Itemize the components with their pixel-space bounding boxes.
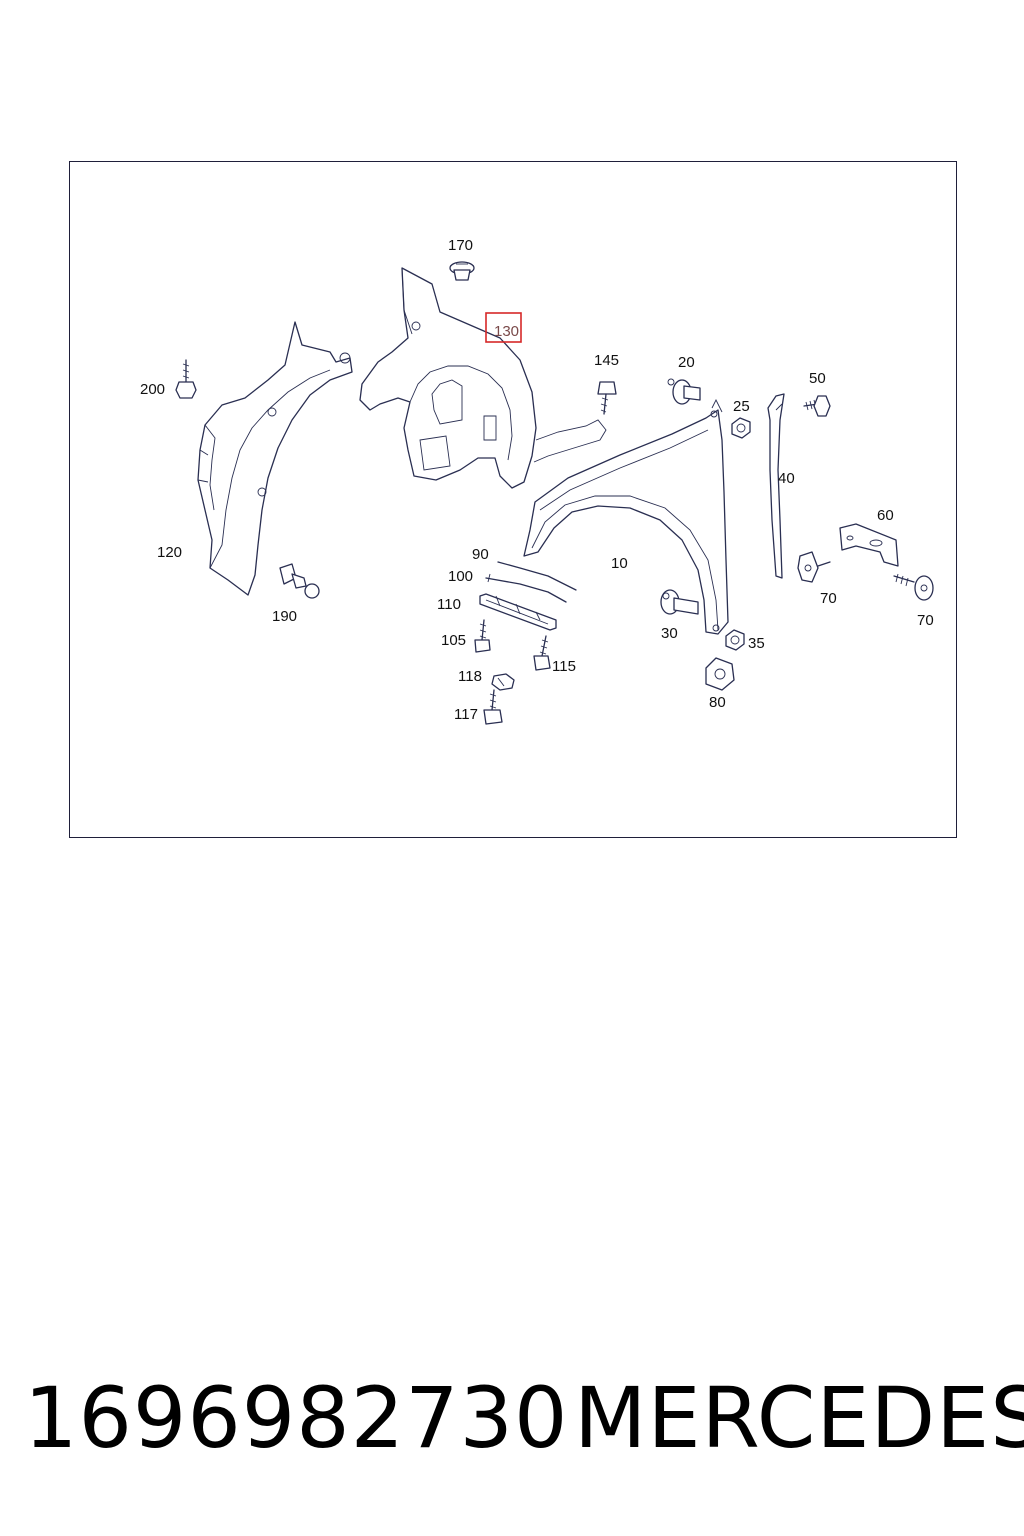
callout-90[interactable]: 90 bbox=[472, 546, 489, 563]
expansion-rivet-190-part[interactable] bbox=[279, 563, 320, 599]
wheel-liner-front-part[interactable] bbox=[359, 267, 607, 489]
callout-25[interactable]: 25 bbox=[733, 398, 750, 415]
wheel-liner-rear-part[interactable] bbox=[197, 321, 353, 596]
part-number: 1696982730 bbox=[24, 1369, 569, 1467]
callout-200[interactable]: 200 bbox=[140, 381, 165, 398]
bracket-part[interactable] bbox=[839, 523, 899, 567]
stud-bolt-30-part[interactable] bbox=[660, 589, 699, 615]
callout-105[interactable]: 105 bbox=[441, 632, 466, 649]
stud-bolt-20-part[interactable] bbox=[667, 378, 701, 405]
screw-115-part[interactable] bbox=[533, 635, 551, 671]
callout-35[interactable]: 35 bbox=[748, 635, 765, 652]
callout-50[interactable]: 50 bbox=[809, 370, 826, 387]
callout-130[interactable]: 130 bbox=[494, 323, 519, 340]
highlight-box bbox=[485, 312, 522, 343]
callout-70-clip[interactable]: 70 bbox=[820, 590, 837, 607]
callout-117[interactable]: 117 bbox=[454, 706, 478, 723]
fender-part[interactable] bbox=[523, 398, 729, 635]
nut-35-part[interactable] bbox=[725, 629, 745, 651]
nut-25-part[interactable] bbox=[731, 417, 751, 439]
callout-40[interactable]: 40 bbox=[778, 470, 795, 487]
clip-70a-part[interactable] bbox=[797, 551, 831, 583]
screw-200-part[interactable] bbox=[175, 359, 197, 399]
callout-60[interactable]: 60 bbox=[877, 507, 894, 524]
seal-strip-part[interactable] bbox=[767, 393, 785, 579]
screw-50-part[interactable] bbox=[803, 395, 831, 417]
callout-118[interactable]: 118 bbox=[458, 668, 482, 685]
callout-10[interactable]: 10 bbox=[611, 555, 628, 572]
push-clip-170-part[interactable] bbox=[449, 261, 475, 281]
trim-strip-90-part[interactable] bbox=[497, 561, 577, 591]
brand-name: MERCEDES bbox=[574, 1369, 1024, 1467]
callout-70-screw[interactable]: 70 bbox=[917, 612, 934, 629]
callout-100[interactable]: 100 bbox=[448, 568, 473, 585]
callout-20[interactable]: 20 bbox=[678, 354, 695, 371]
clip-118-part[interactable] bbox=[491, 673, 515, 691]
diagram-frame bbox=[69, 161, 957, 838]
callout-80[interactable]: 80 bbox=[709, 694, 726, 711]
callout-120[interactable]: 120 bbox=[157, 544, 182, 561]
callout-190[interactable]: 190 bbox=[272, 608, 297, 625]
callout-110[interactable]: 110 bbox=[437, 596, 461, 613]
trim-strip-100-part[interactable] bbox=[485, 573, 567, 603]
nut-80-part[interactable] bbox=[705, 657, 735, 691]
callout-145[interactable]: 145 bbox=[594, 352, 619, 369]
callout-115[interactable]: 115 bbox=[552, 658, 576, 675]
callout-30[interactable]: 30 bbox=[661, 625, 678, 642]
callout-170[interactable]: 170 bbox=[448, 237, 473, 254]
screw-105-part[interactable] bbox=[474, 619, 491, 653]
screw-70b-part[interactable] bbox=[893, 573, 934, 601]
trim-strip-110-part[interactable] bbox=[479, 593, 557, 631]
bolt-145-part[interactable] bbox=[597, 381, 617, 415]
screw-117-part[interactable] bbox=[483, 689, 503, 725]
